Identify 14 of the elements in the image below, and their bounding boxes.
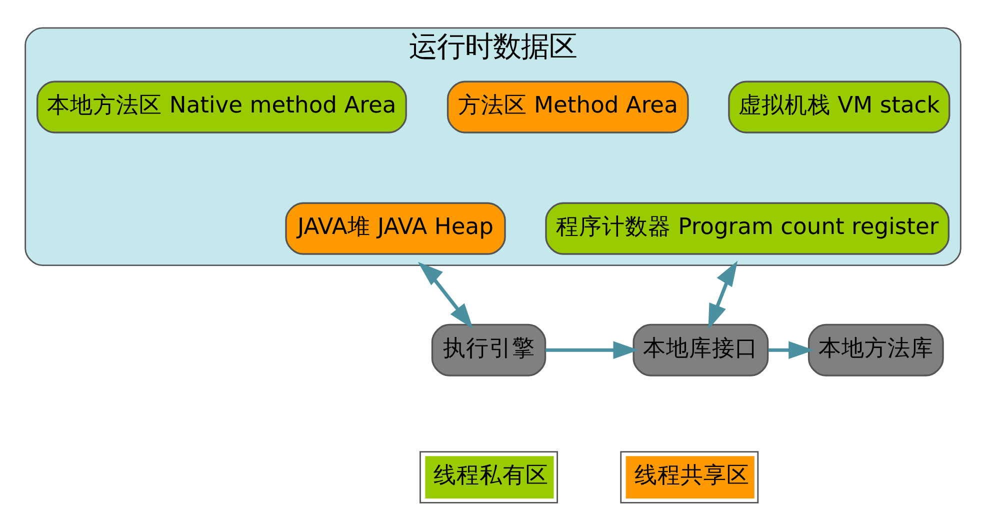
arrow [768, 341, 814, 360]
node-box: 虚拟机栈 VM stack [728, 80, 950, 134]
node-box: 执行引擎 [431, 324, 546, 376]
node-box: 本地方法区 Native method Area [36, 80, 407, 134]
node-box: 程序计数器 Program count register [545, 202, 950, 255]
legend-label: 线程共享区 [634, 462, 750, 489]
arrow [545, 341, 639, 360]
arrow [418, 262, 474, 329]
node-box: JAVA堆 JAVA Heap [285, 202, 506, 255]
arrow [708, 260, 738, 330]
node-box: 本地库接口 [632, 324, 769, 376]
node-box: 方法区 Method Area [446, 80, 689, 134]
node-box: 本地方法库 [808, 324, 944, 376]
legend-label: 线程私有区 [434, 462, 549, 489]
